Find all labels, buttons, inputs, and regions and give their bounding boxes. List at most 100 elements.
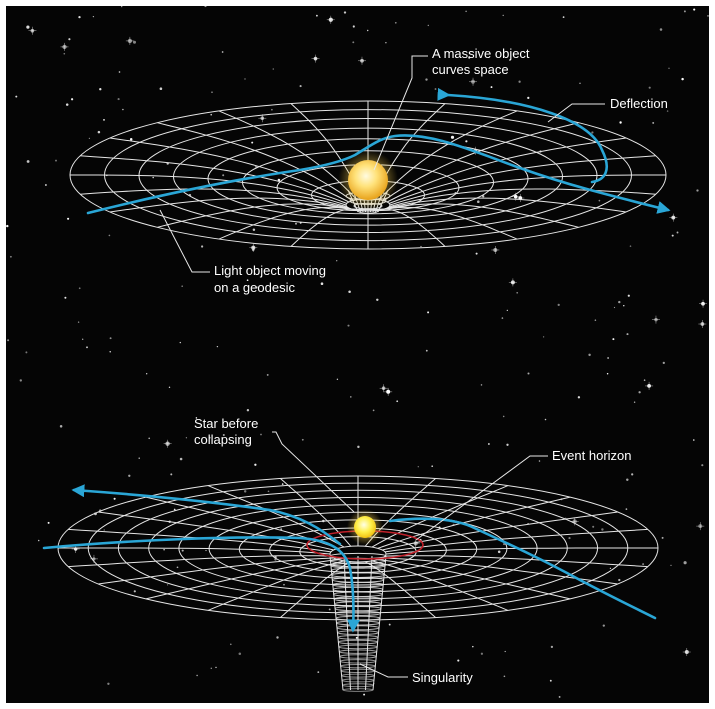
background-star [627,294,630,297]
background-star [19,379,22,382]
background-star [372,409,375,412]
background-star [272,68,275,70]
background-star [661,536,664,539]
background-star [216,345,219,348]
background-star [109,351,111,353]
background-star [47,521,50,524]
background-star [683,10,686,13]
background-star [7,339,10,342]
deflection-label: Deflection [610,96,668,111]
background-star [271,108,273,111]
background-star [166,584,169,586]
star-leader [272,431,355,513]
spacetime-diagram: A massive object curves space Deflection… [6,6,709,698]
background-star [55,159,57,162]
background-star [255,286,258,289]
background-star [215,666,217,669]
space-background: A massive object curves space Deflection… [6,6,709,703]
background-star [450,135,455,139]
background-star [65,103,69,106]
grid-spoke [384,528,648,553]
background-star [200,245,204,248]
background-star [205,549,207,552]
background-star [558,695,561,698]
background-star [222,174,225,177]
massive-object [338,150,398,210]
background-star [152,176,155,179]
background-star [67,217,70,220]
deflection-path [437,87,608,184]
background-star [26,25,30,29]
background-star [425,349,428,352]
star-label-line1: Star before [194,416,258,431]
background-star [475,252,478,255]
background-star [618,578,621,582]
massive-object-label-line2: curves space [432,62,509,77]
background-star [472,645,474,648]
background-star [208,436,211,439]
grid-spoke [385,547,658,555]
background-star [601,528,604,531]
background-star [633,401,636,403]
background-star [70,98,74,101]
background-star [591,131,594,134]
background-star [693,8,696,11]
background-star [579,82,581,84]
background-star [626,478,629,482]
grid-spoke [386,197,627,213]
background-star [497,550,501,554]
background-star [357,445,360,449]
background-star [538,460,541,462]
background-star [230,643,232,646]
background-star [488,443,490,445]
background-star [420,245,422,248]
background-star [609,567,612,569]
background-star [668,67,670,69]
background-star [681,77,684,81]
starfield [6,6,709,698]
background-star [670,564,672,567]
grid-spoke [68,555,332,568]
background-star [118,71,121,73]
background-star [612,338,615,341]
grid-spoke [218,110,358,201]
background-star [26,160,30,163]
background-star [280,528,283,531]
background-star [299,85,302,88]
background-star [336,378,339,380]
background-star [185,437,188,439]
background-star [701,464,704,467]
background-star [320,282,324,285]
background-star [283,583,285,586]
background-star [133,40,136,44]
background-star [352,25,355,28]
background-star [594,319,597,321]
singularity-label: Singularity [412,670,473,685]
background-star [78,15,81,19]
event-horizon-label: Event horizon [552,448,632,463]
background-star [631,473,634,476]
grid-spoke [109,137,350,203]
background-star [465,140,468,143]
background-star [625,508,628,510]
background-star [502,415,505,418]
background-star [417,466,419,468]
background-star [328,608,331,611]
grid-spoke [377,559,571,600]
background-star [176,566,179,569]
background-star [301,438,304,441]
background-star [480,384,483,386]
background-star [276,636,279,639]
background-star [350,396,352,398]
grid-spoke [98,557,334,585]
background-star [662,361,665,365]
grid-spoke [218,206,358,240]
event-horizon-leader [415,455,548,541]
background-star [170,473,173,476]
background-star [129,137,133,141]
background-star [238,652,242,656]
background-star [388,623,391,626]
background-star [254,463,257,466]
background-star [502,14,504,17]
background-star [246,279,249,282]
